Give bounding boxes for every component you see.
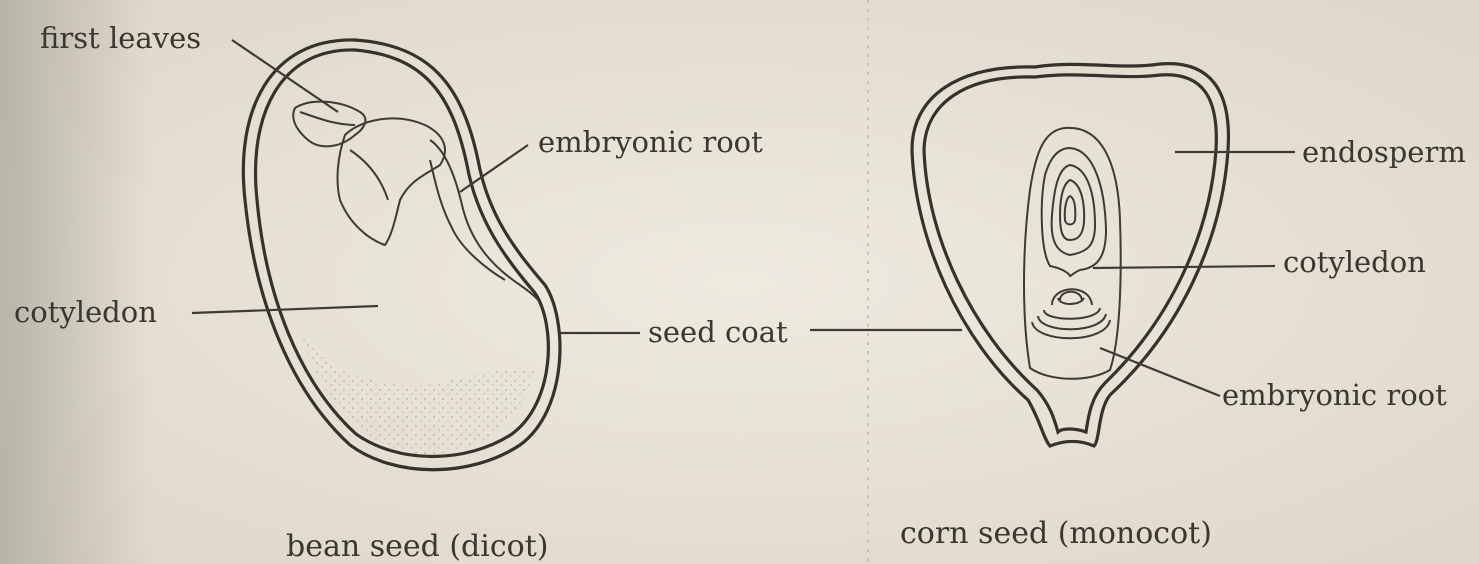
- label-corn-embryonic-root: embryonic root: [1222, 378, 1447, 412]
- label-first-leaves: first leaves: [40, 21, 201, 55]
- label-corn-cotyledon: cotyledon: [1283, 245, 1426, 279]
- label-bean-cotyledon: cotyledon: [14, 295, 157, 329]
- label-bean-embryonic-root: embryonic root: [538, 125, 763, 159]
- label-endosperm: endosperm: [1302, 135, 1466, 169]
- caption-bean-seed: bean seed (dicot): [286, 529, 548, 564]
- scan-shadow: [0, 0, 150, 564]
- caption-corn-seed: corn seed (monocot): [900, 516, 1212, 551]
- label-seed-coat: seed coat: [648, 315, 788, 349]
